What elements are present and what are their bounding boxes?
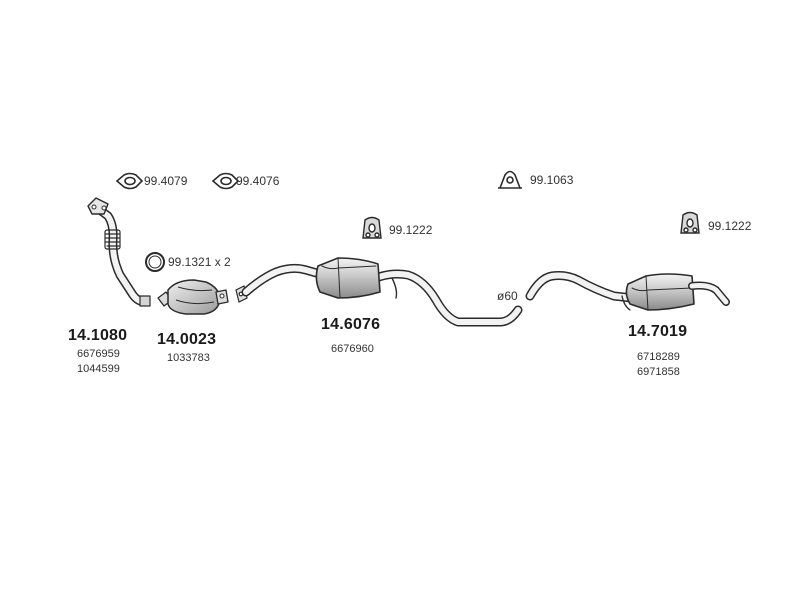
- oem-list: 1033783: [167, 351, 210, 366]
- ring-ref-label: 99.1321 x 2: [168, 255, 231, 269]
- middle-silencer-drawing: [241, 257, 523, 327]
- oem-number: 1044599: [77, 363, 120, 375]
- gasket-icon: [115, 172, 144, 190]
- part-number-14-6076: 14.6076: [321, 316, 381, 333]
- rubber-hanger-icon: [362, 216, 382, 239]
- oem-list: 6718289 6971858: [637, 350, 680, 380]
- gasket-ref-label: 99.4079: [144, 174, 188, 188]
- rear-silencer-drawing: [525, 271, 730, 311]
- part-number-14-7019: 14.7019: [628, 323, 688, 340]
- part-number-14-0023: 14.0023: [157, 331, 217, 348]
- clamp-icon: [498, 170, 522, 189]
- oem-number: 6971858: [637, 366, 680, 378]
- gasket-ref-label: 99.4076: [236, 174, 280, 188]
- rubber-hanger-icon: [680, 211, 700, 234]
- diameter-label: ø60: [497, 289, 518, 303]
- hanger-ref-label: 99.1222: [389, 223, 433, 237]
- hanger-ref-label: 99.1222: [708, 219, 752, 233]
- ring-gasket-icon: [145, 252, 165, 272]
- oem-number: 6676960: [331, 343, 374, 355]
- oem-number: 6718289: [637, 351, 680, 363]
- catalytic-converter-drawing: [157, 279, 229, 315]
- part-number-14-1080: 14.1080: [68, 327, 128, 344]
- oem-number: 6676959: [77, 348, 120, 360]
- oem-list: 6676959 1044599: [77, 347, 120, 377]
- oem-list: 6676960: [331, 342, 374, 357]
- front-pipe-drawing: [87, 197, 151, 307]
- gasket-icon: [211, 172, 240, 190]
- oem-number: 1033783: [167, 352, 210, 364]
- clamp-ref-label: 99.1063: [530, 173, 574, 187]
